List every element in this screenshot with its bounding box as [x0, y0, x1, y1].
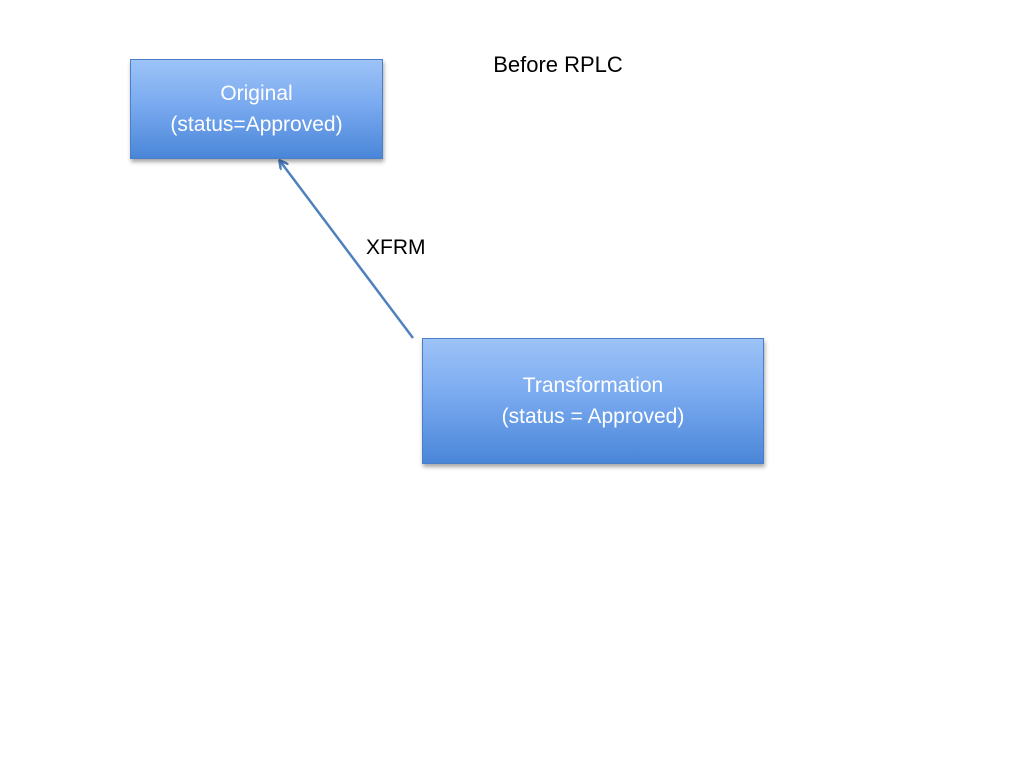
- original-node-status: (status=Approved): [170, 113, 343, 136]
- xfrm-edge-label: XFRM: [366, 236, 426, 259]
- transformation-node-status: (status = Approved): [501, 405, 685, 428]
- slide-title: Before RPLC: [493, 52, 623, 77]
- original-node-name: Original: [220, 82, 293, 105]
- original-node: Original (status=Approved): [130, 59, 383, 159]
- transformation-node: Transformation (status = Approved): [422, 338, 764, 464]
- transformation-node-name: Transformation: [522, 374, 664, 397]
